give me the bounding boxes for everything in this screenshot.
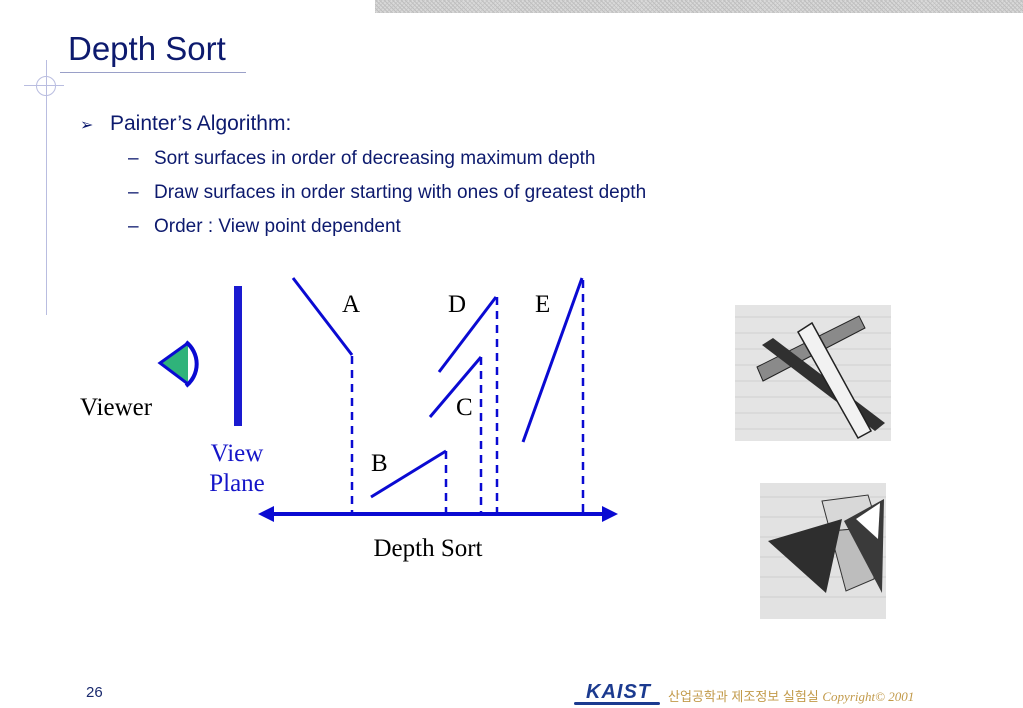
depth-sort-axis-label: Depth Sort [373, 535, 482, 562]
decor-circle [36, 76, 56, 96]
depth-axis-arrow [258, 506, 618, 522]
page-number: 26 [86, 684, 103, 701]
viewer-label: Viewer [80, 394, 153, 421]
surface-label-b: B [371, 450, 388, 477]
depth-projection-lines [350, 280, 585, 513]
surface-a [291, 277, 354, 356]
surface-label-e: E [535, 291, 550, 318]
title-underline [60, 72, 246, 73]
sub-item-text: Draw surfaces in order starting with one… [154, 182, 647, 203]
viewer-eye-icon [157, 340, 199, 388]
overlapping-bars-image [735, 305, 891, 441]
surface-b [370, 449, 447, 499]
slide-title: Depth Sort [68, 30, 226, 67]
sub-item: –Sort surfaces in order of decreasing ma… [128, 148, 596, 169]
view-plane-bar [234, 286, 242, 426]
view-plane-label-line1: View [211, 440, 264, 467]
interpenetrating-shapes-image [760, 483, 886, 619]
top-decorative-bar [375, 0, 1023, 13]
footer-dept-text: 산업공학과 제조정보 실험실 [668, 689, 819, 704]
sub-item-text: Sort surfaces in order of decreasing max… [154, 148, 596, 169]
kaist-logo-swoosh [574, 702, 660, 705]
surface-d [437, 296, 498, 373]
surface-e [521, 277, 584, 443]
surface-label-a: A [342, 291, 360, 318]
bullet-text: Painter’s Algorithm: [110, 112, 292, 135]
view-plane-label-line2: Plane [209, 470, 265, 497]
decor-horizontal-line [24, 85, 64, 86]
sub-item: –Order : View point dependent [128, 216, 401, 237]
footer-copyright: Copyright© 2001 [822, 689, 915, 704]
surface-label-c: C [456, 394, 473, 421]
bullet-painters-algorithm: ➢ Painter’s Algorithm: [80, 112, 291, 136]
decor-vertical-line [46, 60, 47, 315]
footer-credit: 산업공학과 제조정보 실험실 Copyright© 2001 [668, 686, 914, 705]
sub-item-text: Order : View point dependent [154, 216, 401, 237]
surface-label-d: D [448, 291, 466, 318]
arrow-bullet-icon: ➢ [80, 115, 94, 134]
surface-c [428, 356, 483, 418]
kaist-logo: KAIST [586, 681, 651, 703]
sub-item: –Draw surfaces in order starting with on… [128, 182, 647, 203]
